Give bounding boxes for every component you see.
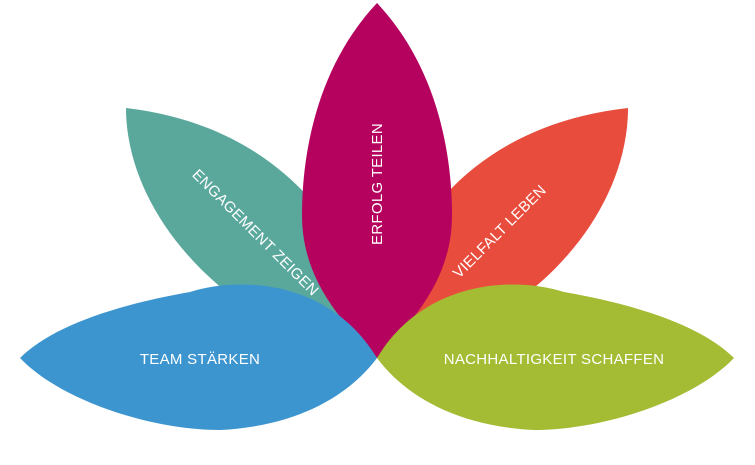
label-team-staerken: TEAM STÄRKEN <box>140 351 260 368</box>
label-nachhaltigkeit-schaffen: NACHHALTIGKEIT SCHAFFEN <box>444 351 665 368</box>
petal-erfolg-teilen <box>302 3 452 358</box>
label-erfolg-teilen: ERFOLG TEILEN <box>369 123 386 245</box>
petal-vielfalt-leben <box>377 108 628 358</box>
petal-nachhaltigkeit-schaffen <box>377 284 734 430</box>
petal-team-staerken <box>20 284 377 430</box>
petal-engagement-zeigen <box>126 108 377 358</box>
